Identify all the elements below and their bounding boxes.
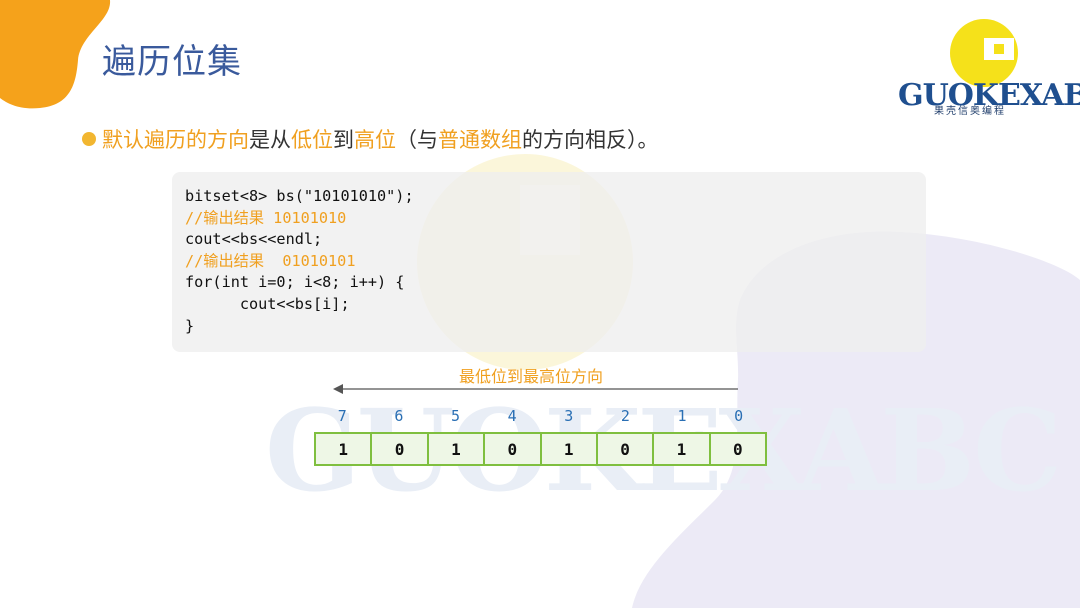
bit-index: 0 [710,407,767,425]
code-line: for(int i=0; i<8; i++) { [185,272,414,294]
bullet-text-segment: （与 [396,128,438,152]
bullet-text-segment: 到 [333,128,354,152]
bit-index: 7 [314,407,371,425]
page-title: 遍历位集 [102,34,242,83]
bit-cell: 0 [372,434,428,464]
code-comment-line: //输出结果 10101010 [185,208,414,230]
code-line: bitset<8> bs("10101010"); [185,186,414,208]
code-line: } [185,316,414,338]
bullet-dot-icon [82,132,96,146]
code-line: cout<<bs<<endl; [185,229,414,251]
bit-cell: 0 [711,434,765,464]
bit-cell: 0 [598,434,654,464]
highlight-text: 高位 [354,128,396,152]
highlight-text: 低位 [291,128,333,152]
logo-subtitle: 果壳信奥编程 [934,102,1006,117]
bullet-text-segment: 是从 [249,128,291,152]
bit-index: 6 [371,407,428,425]
bit-cell: 1 [542,434,598,464]
bit-index: 4 [484,407,541,425]
code-comment-line: //输出结果 01010101 [185,251,414,273]
direction-arrow-icon [333,382,743,396]
bullet-text: 默认遍历的方向是从低位到高位（与普通数组的方向相反）。 [102,124,659,154]
bit-index: 1 [654,407,711,425]
bit-index: 5 [427,407,484,425]
brand-logo: GUOKEXABC 果壳信奥编程 [898,10,1068,122]
code-line: cout<<bs[i]; [185,294,414,316]
bit-cell: 1 [429,434,485,464]
bit-cell: 0 [485,434,541,464]
code-listing: bitset<8> bs("10101010");//输出结果 10101010… [185,186,414,337]
highlight-text: 默认遍历的方向 [102,128,249,152]
highlight-text: 普通数组 [438,128,522,152]
bit-index: 3 [541,407,598,425]
bit-index: 2 [597,407,654,425]
bit-cell: 1 [316,434,372,464]
bullet-text-segment: 的方向相反）。 [522,128,659,152]
bit-cell: 1 [654,434,710,464]
bullet-point: 默认遍历的方向是从低位到高位（与普通数组的方向相反）。 [82,124,659,154]
